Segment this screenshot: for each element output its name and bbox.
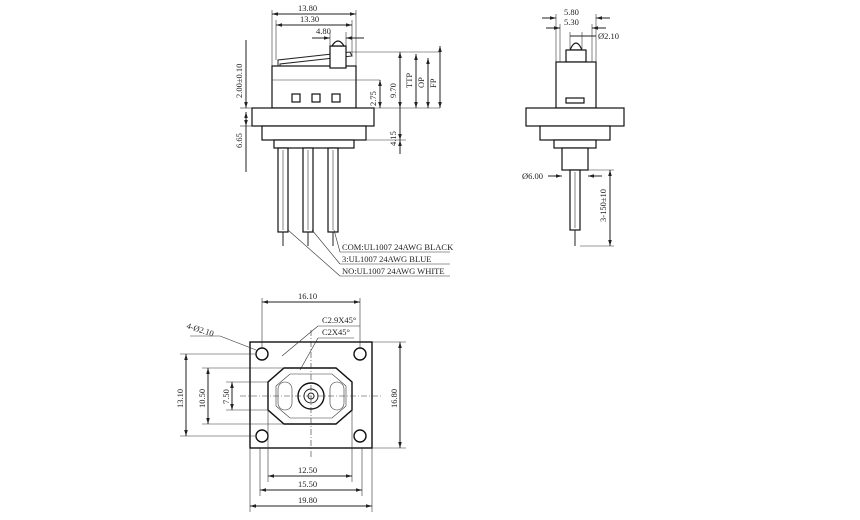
side-dim-wire: 3-150±10	[598, 189, 608, 222]
front-dim-top-1: 13.80	[298, 3, 317, 13]
front-dim-left-1: 2.00±0.10	[234, 64, 244, 98]
mount-hole	[353, 347, 367, 361]
front-dim-top-2: 13.30	[300, 14, 319, 24]
chamfer-callout-2: C2X45°	[322, 327, 350, 337]
side-dim-dia: Ø2.10	[598, 31, 619, 41]
wire-leaders	[287, 229, 450, 277]
bottom-view: 16.10 C2.9X45° C2X45° 4-Ø2.10 13.10 10.5…	[175, 291, 406, 512]
front-dim-right-2: 9.70	[388, 83, 398, 98]
bottom-dim-top: 16.10	[298, 291, 317, 301]
side-view: 5.80 5.30 Ø2.10 Ø6.00 3-150±10	[522, 7, 625, 247]
front-view: 13.80 13.30 4.80 2.00±0.10 6.65 2.75 9.7…	[234, 3, 454, 277]
front-dim-left-2: 6.65	[234, 133, 244, 148]
bottom-dim-bottom-3: 19.80	[298, 495, 317, 505]
chamfer-callout-1: C2.9X45°	[322, 315, 356, 325]
side-dim-dia-bottom: Ø6.00	[522, 171, 543, 181]
front-dim-ttp: TTP	[404, 73, 414, 88]
side-flange	[525, 107, 625, 127]
mount-hole	[255, 347, 269, 361]
mount-hole	[353, 429, 367, 443]
front-dim-op: OP	[416, 77, 426, 88]
front-dim-fp: FP	[428, 78, 438, 88]
bottom-dim-left-2: 10.50	[197, 389, 207, 408]
bottom-dim-bottom-1: 12.50	[298, 465, 317, 475]
bottom-dim-left-3: 7.50	[221, 389, 231, 404]
front-dim-right-1: 2.75	[368, 91, 378, 106]
front-dim-right-3: 4.15	[388, 131, 398, 146]
bottom-dim-left-1: 13.10	[175, 389, 185, 408]
bottom-dim-right: 16.80	[389, 389, 399, 408]
wire-note-com: COM:UL1007 24AWG BLACK	[342, 242, 454, 252]
mount-hole	[255, 429, 269, 443]
mounting-flange	[251, 107, 375, 127]
side-dim-top-2: 5.30	[564, 17, 579, 27]
lever-arm	[277, 51, 353, 66]
bottom-dim-bottom-2: 15.50	[298, 479, 317, 489]
side-dim-top-1: 5.80	[564, 7, 579, 17]
wire-note-no: NO:UL1007 24AWG WHITE	[342, 266, 445, 276]
wires	[277, 147, 339, 246]
front-dim-top-3: 4.80	[316, 26, 331, 36]
wire-note-3: 3:UL1007 24AWG BLUE	[342, 254, 432, 264]
